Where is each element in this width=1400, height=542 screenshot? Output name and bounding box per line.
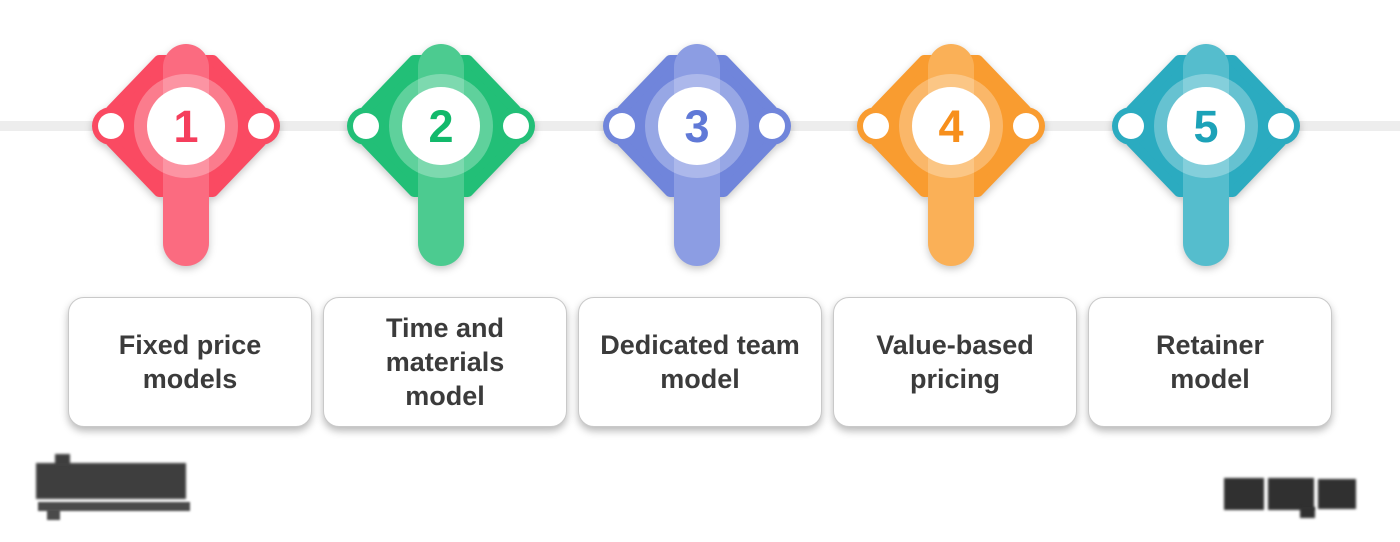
step-badge-3-graphic: 3 — [603, 44, 791, 266]
step-card-value-based: Value-based pricing — [833, 297, 1077, 427]
step-badge-2: 2 — [347, 36, 535, 271]
step-badge-3: 3 — [603, 36, 791, 271]
connector-dot-right — [1013, 113, 1039, 139]
step-badge-4-graphic: 4 — [857, 44, 1045, 266]
connector-dot-left — [98, 113, 124, 139]
step-badge-1: 1 — [92, 36, 280, 271]
step-number: 2 — [428, 101, 453, 152]
watermark-block — [1300, 507, 1315, 518]
step-number: 5 — [1193, 101, 1218, 152]
connector-dot-left — [353, 113, 379, 139]
badge-number-circle — [1167, 87, 1245, 165]
badge-number-circle — [147, 87, 225, 165]
badge-number-circle — [402, 87, 480, 165]
connector-dot-right — [248, 113, 274, 139]
step-badge-5-graphic: 5 — [1112, 44, 1300, 266]
step-card-fixed-price: Fixed price models — [68, 297, 312, 427]
connector-dot-right — [1268, 113, 1294, 139]
step-number: 4 — [938, 101, 963, 152]
watermark-block — [36, 463, 186, 499]
step-badge-4: 4 — [857, 36, 1045, 271]
watermark-block — [55, 454, 70, 466]
step-badge-2-graphic: 2 — [347, 44, 535, 266]
step-card-retainer: Retainer model — [1088, 297, 1332, 427]
step-card-dedicated-team: Dedicated team model — [578, 297, 822, 427]
badge-number-circle — [912, 87, 990, 165]
watermark-block — [1318, 479, 1356, 509]
watermark-block — [38, 502, 190, 511]
step-number: 1 — [173, 101, 198, 152]
connector-dot-left — [863, 113, 889, 139]
connector-dot-left — [609, 113, 635, 139]
connector-dot-left — [1118, 113, 1144, 139]
step-badge-1-graphic: 1 — [92, 44, 280, 266]
watermark-block — [1224, 478, 1264, 510]
step-number: 3 — [684, 101, 709, 152]
step-badge-5: 5 — [1112, 36, 1300, 271]
watermark-block — [47, 509, 60, 520]
connector-dot-right — [759, 113, 785, 139]
watermark-block — [1268, 478, 1314, 510]
step-card-time-and-materials: Time and materials model — [323, 297, 567, 427]
badge-number-circle — [658, 87, 736, 165]
connector-dot-right — [503, 113, 529, 139]
